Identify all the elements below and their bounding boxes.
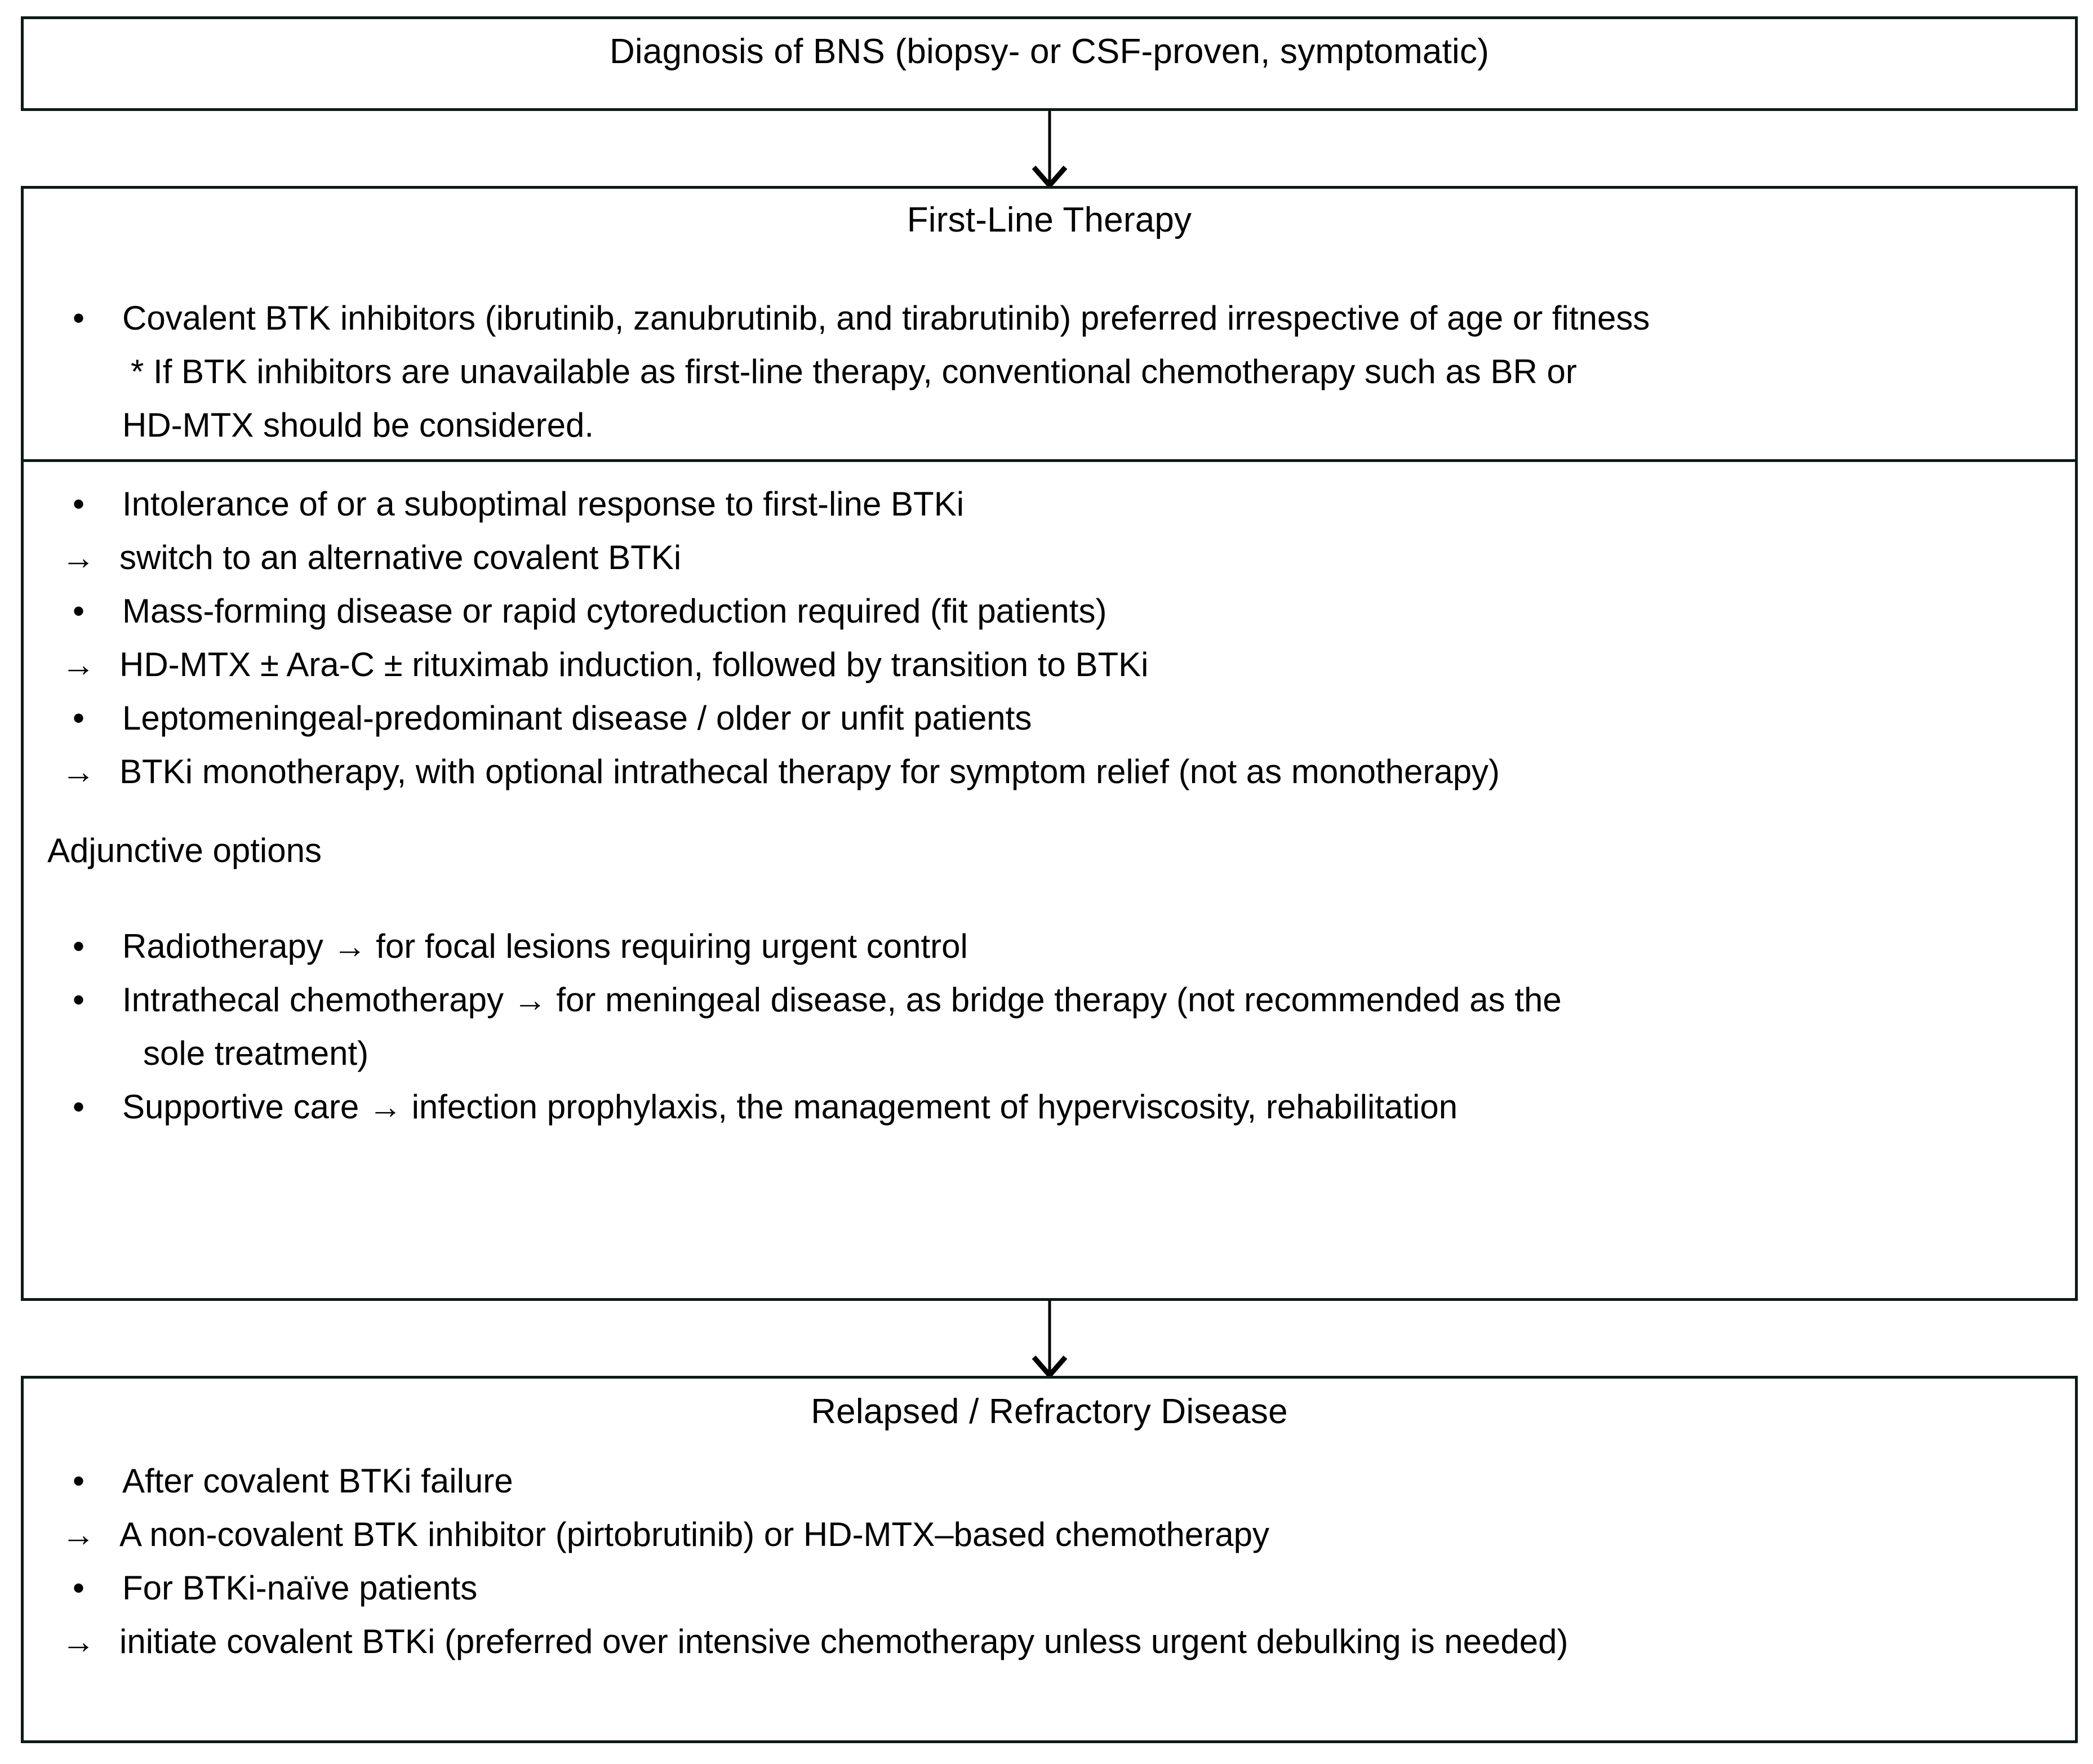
relapsed-refractory-body: After covalent BTKi failure A non-covale… [47,1464,2064,1659]
spacer [47,389,2064,408]
list-item: Leptomeningeal-predominant disease / old… [47,701,2064,736]
spacer [47,521,2064,541]
connector-diagnosis-to-first-line [1010,111,1089,186]
adjunctive-options-body: Adjunctive options Radiotherapy → for fo… [47,832,2064,1125]
spacer [47,575,2064,594]
section-divider [24,459,2075,462]
list-item: Mass-forming disease or rapid cytoreduct… [47,594,2064,629]
list-item: Intrathecal chemotherapy → for meningeal… [47,983,2064,1017]
first-line-therapy-body: Covalent BTK inhibitors (ibrutinib, zanu… [47,301,2064,442]
down-arrow-icon [1032,1301,1068,1376]
spacer [47,1017,2064,1037]
down-arrow-icon [1032,111,1068,186]
list-item-note: * If BTK inhibitors are unavailable as f… [131,353,1577,390]
spacer [47,868,2064,930]
spacer [47,628,2064,648]
diagnosis-title: Diagnosis of BNS (biopsy- or CSF-proven,… [609,32,1490,71]
list-item: Intolerance of or a suboptimal response … [47,487,2064,522]
list-item: After covalent BTKi failure [47,1464,2064,1499]
spacer [47,335,2064,355]
list-item-action: initiate covalent BTKi (preferred over i… [47,1625,2064,1659]
spacer [47,682,2064,701]
spacer [47,963,2064,983]
spacer [47,1552,2064,1571]
list-item: Radiotherapy → for focal lesions requiri… [47,930,2064,964]
list-item-continued: sole treatment) [143,1034,369,1072]
list-item-action: switch to an alternative covalent BTKi [47,541,2064,575]
node-relapsed-refractory: Relapsed / Refractory Disease After cova… [21,1376,2078,1743]
list-item-action: HD-MTX ± Ara-C ± rituximab induction, fo… [47,648,2064,682]
spacer [47,1605,2064,1625]
node-first-line-therapy: First-Line Therapy Covalent BTK inhibito… [21,186,2078,1301]
first-line-therapy-title: First-Line Therapy [906,201,1192,239]
second-line-options-body: Intolerance of or a suboptimal response … [47,487,2064,789]
list-item: Covalent BTK inhibitors (ibrutinib, zanu… [47,301,2064,336]
list-item: Supportive care → infection prophylaxis,… [47,1090,2064,1125]
spacer [47,1070,2064,1090]
list-item-action: BTKi monotherapy, with optional intrathe… [47,755,2064,789]
list-item-action: A non-covalent BTK inhibitor (pirtobruti… [47,1518,2064,1552]
connector-first-line-to-relapsed [1010,1301,1089,1376]
relapsed-refractory-title: Relapsed / Refractory Disease [811,1392,1288,1431]
adjunctive-options-heading: Adjunctive options [47,832,322,869]
spacer [47,735,2064,755]
spacer [47,1498,2064,1518]
list-item: For BTKi-naïve patients [47,1571,2064,1606]
node-diagnosis: Diagnosis of BNS (biopsy- or CSF-proven,… [21,16,2078,111]
list-item-note-continued: HD-MTX should be considered. [122,406,594,444]
